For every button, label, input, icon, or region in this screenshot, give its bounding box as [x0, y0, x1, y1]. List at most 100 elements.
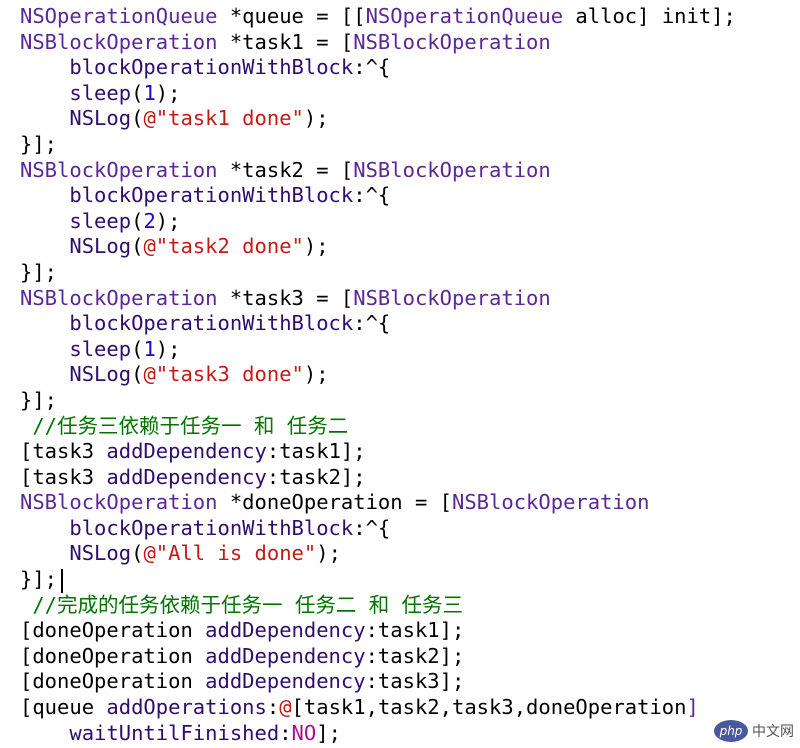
code-token: @"All is done": [143, 541, 317, 566]
code-token: //任务三依赖于任务一 和 任务二: [20, 413, 349, 438]
code-token: (: [131, 362, 144, 387]
code-line: sleep(1);: [20, 81, 736, 107]
code-token: [20, 209, 69, 233]
code-line: }];: [20, 132, 736, 158]
code-line: [doneOperation addDependency:task3];: [20, 669, 736, 695]
code-token: NSBlockOperation: [20, 157, 218, 182]
code-token: NSLog: [69, 541, 132, 566]
code-token: ];: [316, 720, 341, 745]
code-line: NSLog(@"task3 done");: [20, 362, 736, 388]
code-token: NSBlockOperation: [353, 29, 551, 54]
code-line: sleep(1);: [20, 337, 736, 363]
code-token: NSBlockOperation: [353, 157, 551, 182]
code-token: waitUntilFinished: [69, 720, 280, 745]
code-token: );: [155, 336, 181, 361]
code-line: }];: [20, 260, 736, 286]
code-line: blockOperationWithBlock:^{: [20, 516, 736, 542]
code-token: [20, 81, 69, 105]
code-token: :task3];: [365, 669, 465, 694]
code-token: 1: [143, 80, 156, 105]
code-token: @"task1 done": [143, 106, 304, 131]
watermark-site-name: 中文网: [752, 724, 794, 740]
code-token: blockOperationWithBlock: [69, 311, 354, 336]
code-token: (: [131, 80, 144, 105]
code-token: NSBlockOperation: [20, 285, 218, 310]
code-token: NSBlockOperation: [20, 29, 218, 54]
code-token: *task3 = [: [217, 285, 354, 310]
code-token: );: [303, 106, 329, 131]
code-token: (: [131, 208, 144, 233]
code-token: :task1];: [365, 618, 465, 643]
code-token: NSLog: [69, 362, 132, 387]
code-token: :task2];: [365, 643, 465, 668]
code-token: ]: [686, 695, 699, 720]
code-token: blockOperationWithBlock: [69, 183, 354, 208]
code-line: [task3 addDependency:task2];: [20, 465, 736, 491]
code-token: :task2];: [266, 464, 366, 489]
code-line: NSBlockOperation *task2 = [NSBlockOperat…: [20, 158, 736, 184]
code-token: }];: [20, 259, 58, 284]
code-text-area[interactable]: NSOperationQueue *queue = [[NSOperationQ…: [20, 4, 736, 746]
code-token: NSBlockOperation: [451, 490, 650, 515]
code-token: [20, 721, 69, 745]
code-token: :^{: [353, 183, 391, 208]
code-token: NO: [291, 720, 317, 745]
code-token: [task3: [20, 439, 107, 464]
code-token: [20, 55, 69, 79]
code-token: addDependency: [106, 439, 267, 464]
code-line: [doneOperation addDependency:task1];: [20, 618, 736, 644]
code-token: :task1];: [266, 439, 366, 464]
code-line: NSOperationQueue *queue = [[NSOperationQ…: [20, 4, 736, 30]
code-token: :: [266, 695, 280, 720]
code-token: NSLog: [69, 234, 132, 259]
code-token: sleep: [69, 80, 132, 105]
code-token: }];: [20, 131, 58, 156]
code-token: 1: [143, 336, 156, 361]
code-token: NSLog: [69, 106, 132, 131]
code-line: [doneOperation addDependency:task2];: [20, 644, 736, 670]
code-token: [20, 183, 69, 207]
code-token: [20, 311, 69, 335]
code-line: [queue addOperations:@[task1,task2,task3…: [20, 695, 736, 721]
code-token: //完成的任务依赖于任务一 任务二 和 任务三: [20, 592, 464, 617]
code-line: NSBlockOperation *task1 = [NSBlockOperat…: [20, 30, 736, 56]
code-token: alloc] init];: [563, 4, 736, 28]
code-token: [task3: [20, 464, 107, 489]
code-line: //任务三依赖于任务一 和 任务二: [20, 414, 736, 440]
code-token: (: [131, 234, 144, 259]
code-token: :^{: [353, 311, 391, 336]
code-token: }];: [20, 567, 58, 592]
code-token: blockOperationWithBlock: [69, 55, 354, 80]
code-line: blockOperationWithBlock:^{: [20, 55, 736, 81]
code-token: @"task3 done": [143, 362, 304, 387]
code-token: }];: [20, 387, 58, 412]
code-token: sleep: [69, 208, 132, 233]
code-token: [20, 516, 69, 540]
code-token: addDependency: [205, 669, 366, 694]
code-token: [doneOperation: [20, 618, 206, 643]
code-line: blockOperationWithBlock:^{: [20, 311, 736, 337]
code-token: [20, 541, 69, 565]
code-token: [20, 234, 69, 258]
code-token: [doneOperation: [20, 669, 206, 694]
code-token: addDependency: [205, 643, 366, 668]
code-token: *task2 = [: [217, 157, 354, 182]
php-logo-icon: php: [714, 720, 748, 742]
code-line: NSLog(@"task1 done");: [20, 106, 736, 132]
code-line: blockOperationWithBlock:^{: [20, 183, 736, 209]
code-token: *queue = [[: [217, 4, 366, 28]
code-line: NSLog(@"task2 done");: [20, 234, 736, 260]
code-token: addDependency: [205, 618, 366, 643]
code-token: [queue: [20, 695, 107, 720]
code-token: @: [279, 695, 292, 720]
code-token: );: [155, 80, 181, 105]
code-line: NSLog(@"All is done");: [20, 541, 736, 567]
code-token: );: [316, 541, 341, 566]
code-token: addOperations: [106, 695, 267, 720]
code-line: }];: [20, 567, 736, 593]
code-token: );: [303, 362, 329, 387]
code-line: }];: [20, 388, 736, 414]
code-token: [20, 106, 69, 130]
code-line: NSBlockOperation *task3 = [NSBlockOperat…: [20, 286, 736, 312]
